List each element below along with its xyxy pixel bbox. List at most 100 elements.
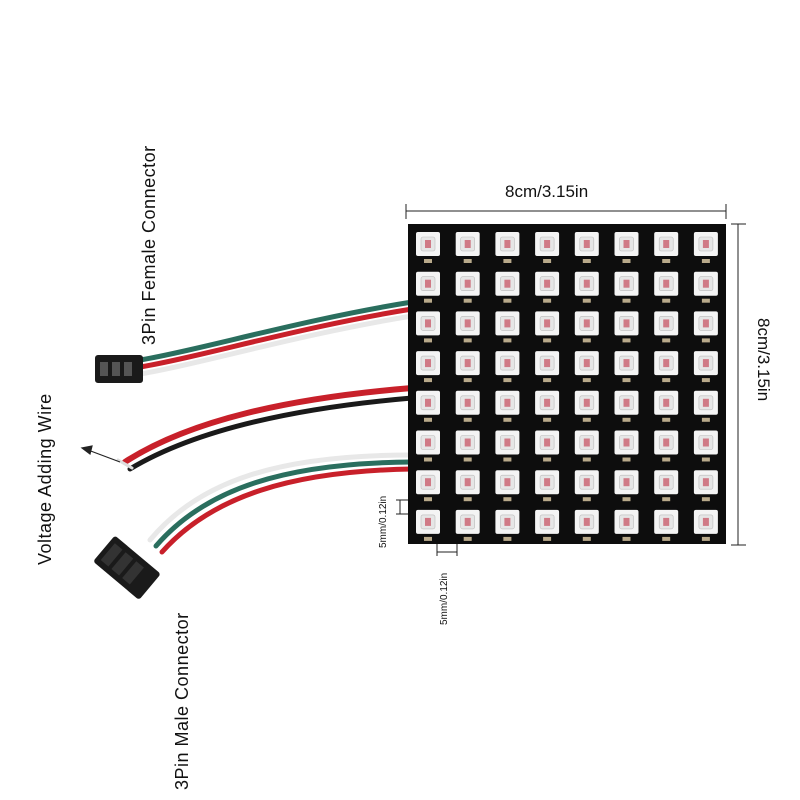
female-connector-label: 3Pin Female Connector	[139, 145, 159, 345]
capacitor	[622, 338, 631, 343]
led-matrix-board	[408, 224, 726, 544]
capacitor	[424, 457, 432, 462]
male-connector-cable	[147, 452, 415, 555]
led-pixel	[455, 390, 480, 415]
capacitor	[463, 536, 472, 541]
capacitor	[503, 338, 512, 343]
capacitor	[622, 378, 631, 383]
led-pixel	[535, 351, 560, 376]
capacitor	[463, 259, 472, 263]
capacitor	[582, 457, 591, 462]
capacitor	[701, 536, 710, 541]
led-pixel	[495, 430, 520, 455]
capacitor	[622, 536, 631, 541]
capacitor	[622, 259, 631, 263]
capacitor	[622, 298, 631, 303]
capacitor	[701, 497, 710, 502]
capacitor	[424, 497, 432, 502]
capacitor	[503, 259, 512, 263]
led-pixel	[416, 232, 440, 256]
capacitor	[582, 259, 591, 263]
led-pixel	[455, 430, 480, 455]
led-pixel	[614, 390, 639, 415]
capacitor	[543, 298, 552, 303]
led-pixel	[416, 311, 440, 336]
led-pixel	[654, 390, 679, 415]
led-pixel	[654, 509, 679, 534]
capacitor	[701, 378, 710, 383]
capacitor	[463, 298, 472, 303]
led-pixel	[455, 509, 480, 534]
capacitor	[463, 417, 472, 422]
width-dimension-label: 8cm/3.15in	[505, 182, 589, 201]
capacitor	[662, 338, 671, 343]
led-pixel	[535, 430, 560, 455]
led-pixel	[614, 430, 639, 455]
capacitor	[463, 497, 472, 502]
led-pixel	[416, 470, 440, 495]
led-pixel	[693, 311, 718, 336]
capacitor	[424, 259, 432, 263]
led-pixel	[535, 470, 560, 495]
led-pixel	[693, 271, 718, 296]
led-pixel	[574, 271, 599, 296]
capacitor	[543, 259, 552, 263]
capacitor	[543, 497, 552, 502]
capacitor	[662, 378, 671, 383]
led-pixel	[416, 390, 440, 415]
capacitor	[582, 497, 591, 502]
led-pixel	[654, 470, 679, 495]
capacitor	[622, 497, 631, 502]
capacitor	[543, 457, 552, 462]
capacitor	[503, 457, 512, 462]
led-pixel	[495, 271, 520, 296]
led-pixel	[574, 430, 599, 455]
led-pixel	[416, 351, 440, 376]
capacitor	[503, 497, 512, 502]
led-pixel	[495, 311, 520, 336]
led-pixel	[416, 509, 440, 534]
led-pixel	[495, 390, 520, 415]
led-pixel	[693, 430, 718, 455]
led-pixel	[495, 470, 520, 495]
capacitor	[424, 417, 432, 422]
female-connector	[95, 355, 143, 383]
capacitor	[662, 536, 671, 541]
capacitor	[582, 536, 591, 541]
led-pixel	[574, 232, 599, 256]
led-pixel	[535, 232, 560, 256]
capacitor	[701, 338, 710, 343]
capacitor	[503, 417, 512, 422]
led-pixel	[455, 351, 480, 376]
led-pixel	[614, 271, 639, 296]
height-dimension-line	[731, 223, 746, 546]
capacitor	[662, 259, 671, 263]
led-pixel	[693, 390, 718, 415]
led-pixel	[455, 470, 480, 495]
voltage-wire-label: Voltage Adding Wire	[35, 393, 55, 565]
gap-indicator-vertical	[396, 499, 408, 515]
capacitor	[582, 338, 591, 343]
led-pixel	[535, 271, 560, 296]
capacitor	[463, 338, 472, 343]
capacitor	[582, 417, 591, 422]
capacitor	[582, 298, 591, 303]
capacitor	[503, 378, 512, 383]
led-pixel	[535, 390, 560, 415]
led-pixel	[654, 351, 679, 376]
led-pixel	[574, 351, 599, 376]
capacitor	[701, 259, 710, 263]
capacitor	[662, 457, 671, 462]
male-connector	[94, 536, 160, 599]
capacitor	[662, 497, 671, 502]
capacitor	[503, 298, 512, 303]
led-pixel	[614, 311, 639, 336]
led-pixel	[693, 470, 718, 495]
led-pixel	[455, 311, 480, 336]
capacitor	[622, 457, 631, 462]
capacitor	[543, 338, 552, 343]
led-pixel	[416, 271, 440, 296]
led-pixel	[535, 509, 560, 534]
led-pixel	[654, 311, 679, 336]
